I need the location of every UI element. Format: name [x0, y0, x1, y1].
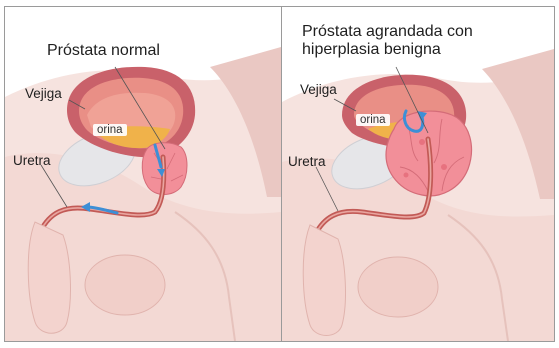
label-urine: orina: [356, 114, 390, 126]
panel-title-enlarged-line2: hiperplasia benigna: [302, 42, 441, 59]
testis: [85, 255, 165, 315]
label-urethra: Uretra: [288, 155, 326, 169]
panel-normal-prostate: Próstata normal Vejiga Uretra orina: [5, 7, 281, 341]
penile-shape: [303, 225, 345, 336]
label-urethra: Uretra: [13, 154, 51, 168]
panel-enlarged-prostate: Próstata agrandada con hiperplasia benig…: [282, 7, 554, 341]
panel-title-normal: Próstata normal: [47, 43, 160, 60]
testis: [358, 257, 438, 317]
label-bladder: Vejiga: [25, 87, 62, 101]
label-bladder: Vejiga: [300, 83, 337, 97]
penile-shape: [28, 222, 70, 333]
panel-title-enlarged-line1: Próstata agrandada con: [302, 24, 473, 41]
label-urine: orina: [93, 124, 127, 136]
